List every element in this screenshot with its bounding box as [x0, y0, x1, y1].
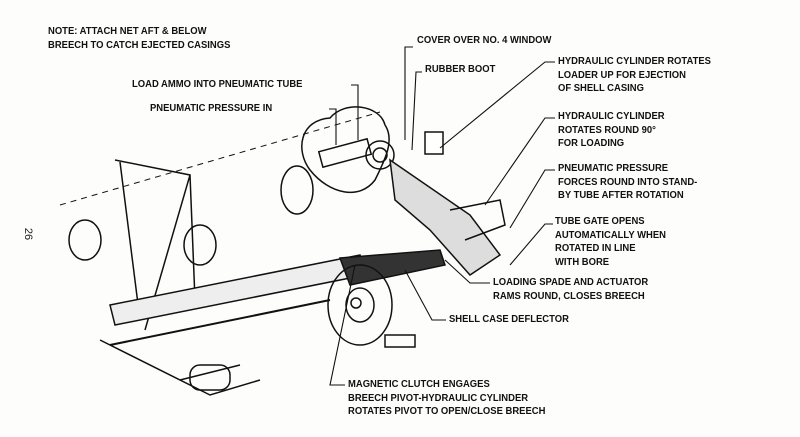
- callout-shell-deflector: SHELL CASE DEFLECTOR: [449, 313, 569, 327]
- callout-line: COVER OVER NO. 4 WINDOW: [417, 34, 552, 46]
- window: [68, 219, 102, 261]
- mount-frame: [114, 159, 196, 331]
- callout-line: OF SHELL CASING: [558, 82, 644, 94]
- gun-barrel: [109, 254, 366, 326]
- note-text: NOTE: ATTACH NET AFT & BELOW BREECH TO C…: [48, 25, 230, 52]
- callout-line: LOADER UP FOR EJECTION: [558, 68, 686, 81]
- callout-line: ROTATED IN LINE: [555, 242, 636, 254]
- callout-tube-gate: TUBE GATE OPENS AUTOMATICALLY WHEN ROTAT…: [555, 215, 666, 269]
- callout-line: HYDRAULIC CYLINDER: [558, 110, 665, 122]
- callout-line: TUBE GATE OPENS: [555, 215, 645, 227]
- pneumatic-tube: [317, 137, 373, 169]
- callout-rubber-boot: RUBBER BOOT: [425, 63, 495, 77]
- callout-line: BY TUBE AFTER ROTATION: [558, 189, 684, 201]
- callout-magnetic-clutch: MAGNETIC CLUTCH ENGAGES BREECH PIVOT-HYD…: [348, 378, 545, 419]
- deflector-wheel: [327, 264, 393, 346]
- callout-line: AUTOMATICALLY WHEN: [555, 228, 666, 241]
- callout-line: LOAD AMMO INTO PNEUMATIC TUBE: [132, 78, 303, 90]
- callout-hydraulic-round: HYDRAULIC CYLINDER ROTATES ROUND 90° FOR…: [558, 110, 665, 151]
- loader-arm: [389, 158, 502, 276]
- callout-line: HYDRAULIC CYLINDER ROTATES: [558, 55, 711, 67]
- window: [280, 165, 314, 215]
- callout-line: RAMS ROUND, CLOSES BREECH: [493, 289, 645, 302]
- window: [183, 224, 217, 266]
- rubber-boot: [301, 106, 390, 194]
- page-number: 26: [22, 227, 35, 241]
- callout-line: RUBBER BOOT: [425, 63, 496, 75]
- callout-loading-spade: LOADING SPADE AND ACTUATOR RAMS ROUND, C…: [493, 276, 648, 303]
- callout-line: SHELL CASE DEFLECTOR: [449, 313, 569, 325]
- callout-cover-window: COVER OVER NO. 4 WINDOW: [417, 34, 551, 48]
- callout-line: FORCES ROUND INTO STAND-: [558, 175, 698, 188]
- callout-line: ROTATES ROUND 90°: [558, 123, 656, 136]
- note-line: NOTE: ATTACH NET AFT & BELOW: [48, 25, 207, 37]
- callout-line: BREECH PIVOT-HYDRAULIC CYLINDER: [348, 391, 529, 404]
- callout-pneumatic-in: PNEUMATIC PRESSURE IN: [150, 102, 272, 116]
- note-line: BREECH TO CATCH EJECTED CASINGS: [48, 38, 231, 51]
- callout-line: FOR LOADING: [558, 137, 625, 149]
- fuselage-line: [59, 111, 381, 206]
- callout-hydraulic-loader: HYDRAULIC CYLINDER ROTATES LOADER UP FOR…: [558, 55, 711, 96]
- callout-line: ROTATES PIVOT TO OPEN/CLOSE BREECH: [348, 405, 546, 417]
- breech: [338, 249, 446, 286]
- callout-line: PNEUMATIC PRESSURE IN: [150, 102, 273, 114]
- callout-line: WITH BORE: [555, 255, 610, 268]
- callout-load-ammo: LOAD AMMO INTO PNEUMATIC TUBE: [132, 78, 302, 92]
- callout-line: PNEUMATIC PRESSURE: [558, 162, 669, 174]
- gun-mount-base: [99, 339, 261, 396]
- callout-line: LOADING SPADE AND ACTUATOR: [493, 276, 649, 288]
- loader-cylinder: [424, 131, 444, 155]
- callout-line: MAGNETIC CLUTCH ENGAGES: [348, 378, 490, 390]
- callout-pneumatic-forces: PNEUMATIC PRESSURE FORCES ROUND INTO STA…: [558, 162, 697, 203]
